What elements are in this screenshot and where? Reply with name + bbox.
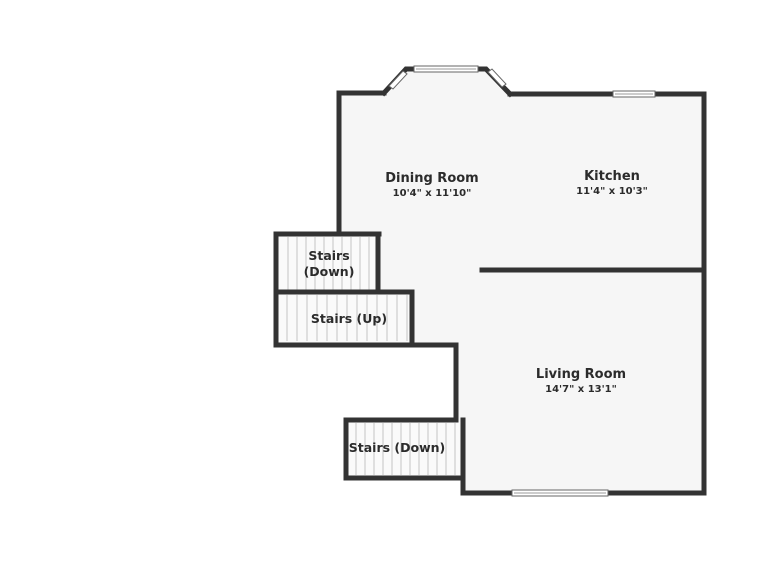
kitchen-dims: 11'4" x 10'3" [576,186,648,197]
living-room-name: Living Room [536,367,626,382]
floor-area [276,69,704,493]
stairs-down-upper-label-1: Stairs [308,248,349,263]
stairs-down-lower-label: Stairs (Down) [349,440,446,455]
living-room-dims: 14'7" x 13'1" [545,384,617,395]
windows [388,65,656,497]
stairs-down-lower [348,422,462,476]
stairs-down-upper-label-2: (Down) [304,264,355,279]
bay-window-left [388,70,408,90]
dining-room-dims: 10'4" x 11'10" [393,188,472,199]
stairs-up [278,294,411,342]
dining-room-name: Dining Room [385,171,478,186]
stairs-up-label: Stairs (Up) [311,311,387,326]
kitchen-name: Kitchen [584,169,640,184]
bay-window-right [487,68,507,88]
stairs-down-upper [278,236,376,291]
